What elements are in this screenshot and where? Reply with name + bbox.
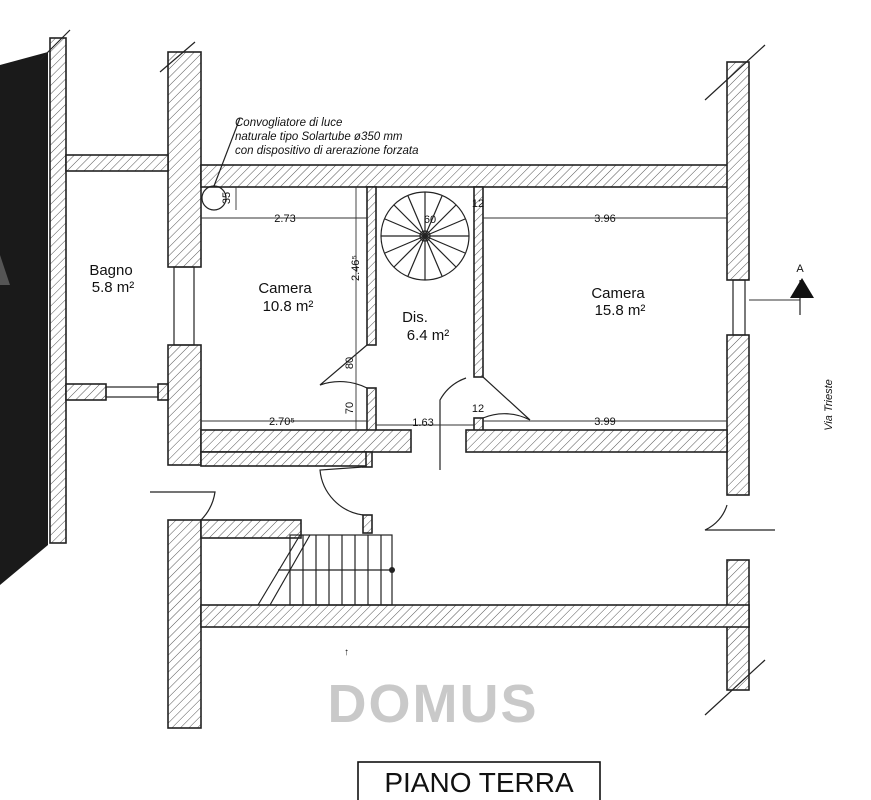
wall-right — [726, 61, 750, 281]
wall-bagno-top — [65, 154, 169, 172]
note-line-1: Convogliatore di luce — [235, 117, 342, 129]
note-line-2: naturale tipo Solartube ø350 mm — [235, 131, 403, 143]
dim-70: 70 — [344, 402, 356, 414]
dim-80: 80 — [344, 357, 356, 369]
dim-2-73: 2.73 — [274, 213, 295, 225]
wall-main-left — [167, 51, 202, 268]
wall-far-left — [49, 37, 67, 544]
dim-1-63: 1.63 — [412, 417, 433, 429]
wall-bagno-bottom — [65, 383, 107, 401]
partition-lower-2 — [362, 514, 373, 534]
watermark: DOMUS — [328, 674, 539, 734]
dim-2-465: 2.46⁵ — [350, 255, 362, 281]
section-marker-label: A — [796, 263, 804, 275]
break-line-right-2 — [704, 659, 766, 716]
door-right-corridor[interactable] — [704, 504, 775, 531]
room-camera-left-name: Camera — [258, 280, 312, 297]
note-line-3: con dispositivo di arerazione forzata — [235, 145, 418, 157]
wall-mid-right — [465, 429, 728, 453]
page-title: PIANO TERRA — [384, 767, 574, 798]
spiral-stair — [380, 191, 470, 281]
neighbor-building — [0, 52, 48, 585]
room-bagno-name: Bagno — [89, 262, 132, 279]
door-dis-entrance[interactable] — [439, 377, 467, 470]
solartube-leader — [213, 117, 241, 187]
break-line-mid — [159, 41, 196, 73]
partition-camera-dis-low — [366, 387, 377, 434]
partition-camera-dis — [366, 186, 377, 346]
wall-stair-top — [200, 519, 302, 539]
door-stair-left[interactable] — [150, 491, 216, 521]
north-arrow-left — [0, 255, 10, 285]
room-bagno-area: 5.8 m² — [92, 279, 135, 296]
door-lower-corridor[interactable] — [319, 466, 364, 516]
dim-2-705: 2.70⁵ — [269, 416, 295, 428]
break-line-right — [704, 44, 766, 101]
wall-top — [200, 164, 750, 188]
wall-bottom-left-stub — [200, 451, 367, 467]
small-mark: ↑ — [344, 647, 349, 658]
dim-12-top: 12 — [472, 198, 484, 210]
room-dis-area: 6.4 m² — [407, 327, 450, 344]
dim-12-bottom: 12 — [472, 403, 484, 415]
window-left — [173, 266, 195, 346]
section-marker: A — [790, 263, 814, 315]
wall-main-left-bottom — [167, 519, 202, 729]
wall-bagno-bottom-2 — [157, 383, 169, 401]
wall-mid-left — [200, 429, 412, 453]
wall-main-left-lower — [167, 344, 202, 466]
title-box: PIANO TERRA — [357, 761, 601, 800]
straight-stair — [257, 534, 395, 606]
door-camera-left[interactable] — [319, 344, 368, 389]
dim-3-96: 3.96 — [594, 213, 615, 225]
partition-dis-camera — [473, 186, 484, 378]
room-camera-right-area: 15.8 m² — [595, 302, 646, 319]
room-camera-left-area: 10.8 m² — [263, 298, 314, 315]
dim-3-99: 3.99 — [594, 416, 615, 428]
door-camera-right[interactable] — [482, 376, 531, 421]
room-camera-right-name: Camera — [591, 285, 645, 302]
break-line-left — [39, 29, 71, 61]
wall-right-lower — [726, 334, 750, 496]
street-label: Via Trieste — [823, 379, 835, 431]
window-right — [732, 279, 746, 336]
room-dis-name: Dis. — [402, 309, 428, 326]
wall-bottom — [200, 604, 750, 628]
dim-60: 60 — [424, 214, 436, 226]
window-bagno — [105, 386, 159, 398]
dim-35: 35 — [221, 192, 233, 204]
